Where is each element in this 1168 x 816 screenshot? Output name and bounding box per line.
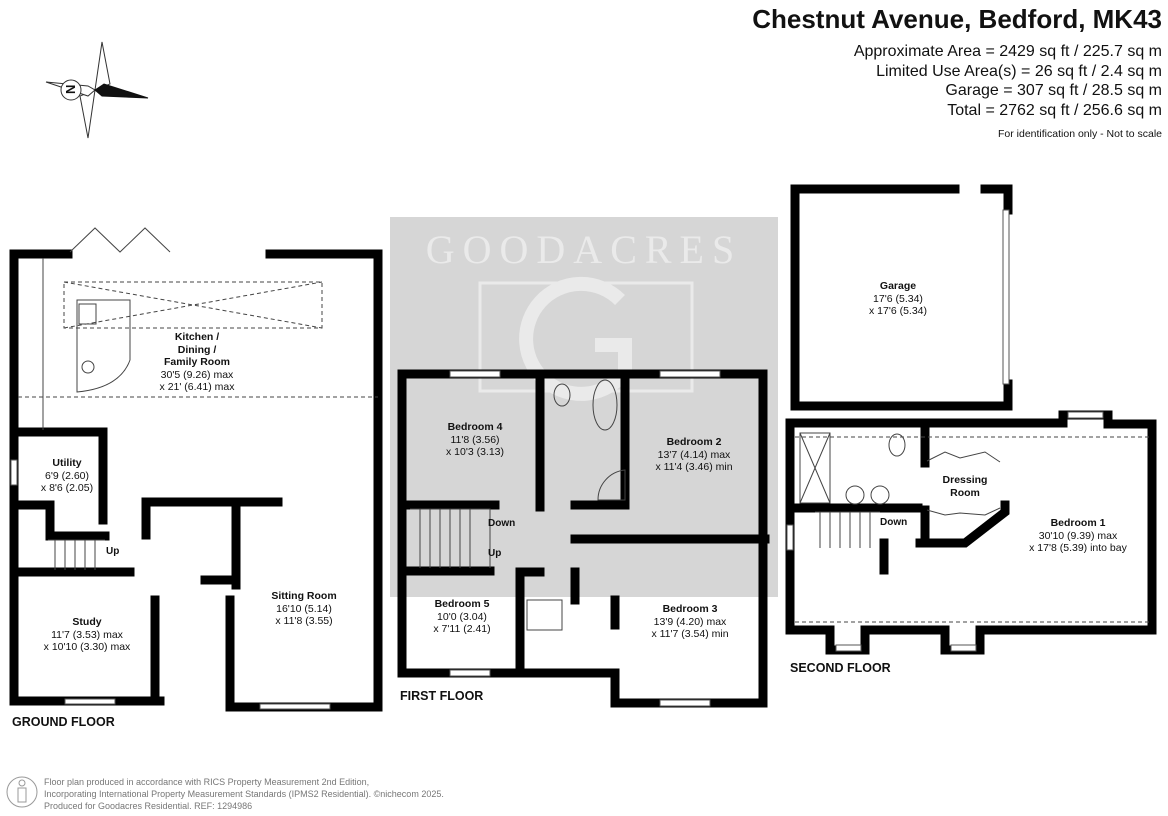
area-summary: Approximate Area = 2429 sq ft / 225.7 sq…: [854, 42, 1162, 120]
footer-line: Floor plan produced in accordance with R…: [44, 777, 370, 787]
page-title: Chestnut Avenue, Bedford, MK43: [752, 4, 1162, 34]
watermark-logo: [478, 276, 694, 401]
footer-notes: Floor plan produced in accordance with R…: [44, 776, 444, 812]
area-approximate: Approximate Area = 2429 sq ft / 225.7 sq…: [853, 43, 1162, 60]
second-floor-label: SECOND FLOOR: [790, 661, 891, 675]
ground-floor-label: GROUND FLOOR: [12, 715, 115, 729]
area-limited-use: Limited Use Area(s) = 26 sq ft / 2.4 sq …: [876, 62, 1162, 80]
area-garage: Garage = 307 sq ft / 28.5 sq m: [945, 82, 1162, 99]
footer-line: Incorporating International Property Mea…: [44, 789, 444, 799]
footer-line: Produced for Goodacres Residential. REF:…: [44, 801, 253, 811]
person-icon: [6, 776, 38, 808]
stairs-down-label: Down: [488, 518, 516, 529]
first-floor-label: FIRST FLOOR: [400, 689, 484, 703]
compass-icon: [45, 41, 149, 139]
windows: [10, 209, 1104, 710]
fixtures: [18, 227, 1150, 631]
stairs-down-label: Down: [880, 517, 908, 528]
stairs-up-label: Up: [488, 548, 502, 559]
room-kitchen: Kitchen /Dining /Family Room 30'5 (9.26)…: [159, 331, 235, 393]
stairs-up-label: Up: [106, 546, 120, 557]
watermark-brand: GOODACRES: [425, 227, 743, 272]
area-total: Total = 2762 sq ft / 256.6 sq m: [947, 101, 1162, 119]
disclaimer: For identification only - Not to scale: [998, 128, 1162, 140]
compass-north-label: N: [62, 84, 78, 94]
